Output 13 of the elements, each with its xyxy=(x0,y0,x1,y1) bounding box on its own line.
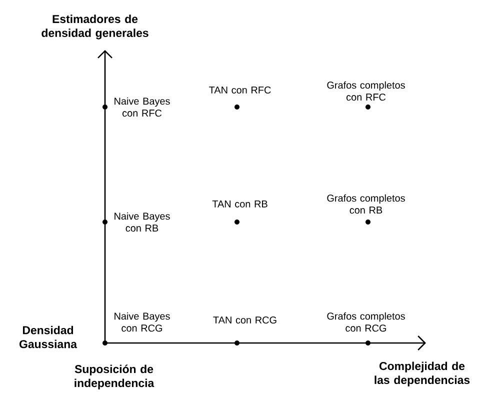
axis-title: Densidad Gaussiana xyxy=(20,326,78,348)
point-label: TAN con RB xyxy=(212,200,268,208)
point-label: Naive Bayes con RCG xyxy=(114,312,170,332)
point-label: Naive Bayes con RFC xyxy=(114,97,170,117)
axis-title: Suposición de independencia xyxy=(74,364,154,390)
point-label: Grafos completos con RCG xyxy=(327,312,405,332)
point-label: TAN con RFC xyxy=(209,86,271,94)
point-label: Grafos completos con RB xyxy=(327,194,405,214)
point-label: Grafos completos con RFC xyxy=(327,81,405,101)
point-label: TAN con RCG xyxy=(213,316,276,324)
axis-title: Estimadores de densidad generales xyxy=(42,14,148,40)
axis-title: Complejidad de las dependencias xyxy=(374,362,470,386)
point-label: Naive Bayes con RB xyxy=(114,212,170,232)
